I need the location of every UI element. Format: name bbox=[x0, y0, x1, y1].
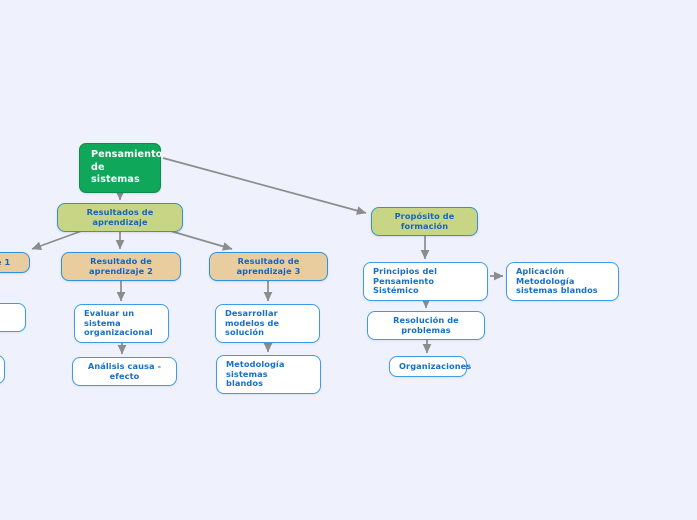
node-label-nodoizq1: ...s de bbox=[0, 313, 16, 323]
node-label-organizaciones: Organizaciones bbox=[399, 360, 472, 371]
node-label-analisis: Análisis causa - efecto bbox=[87, 361, 162, 381]
node-organizaciones[interactable]: Organizaciones bbox=[389, 356, 472, 377]
node-ra1[interactable]: ...aje 1 bbox=[0, 252, 30, 273]
node-nodoizq1[interactable]: ...s de bbox=[0, 303, 26, 332]
node-label-resolucion: Resolución de problemas bbox=[393, 315, 459, 335]
connector-root-to-proposito bbox=[162, 157, 367, 215]
node-label-ra1: ...aje 1 bbox=[0, 256, 11, 267]
node-ra3[interactable]: Resultado de aprendizaje 3 bbox=[209, 252, 328, 282]
node-nodoizq2[interactable] bbox=[0, 355, 5, 384]
node-resultados[interactable]: Resultados de aprendizaje bbox=[57, 203, 183, 233]
node-label-ra2: Resultado de aprendizaje 2 bbox=[89, 256, 153, 276]
node-resolucion[interactable]: Resolución de problemas bbox=[367, 311, 485, 341]
node-analisis[interactable]: Análisis causa - efecto bbox=[72, 357, 177, 387]
node-proposito[interactable]: Propósito de formación bbox=[371, 207, 478, 237]
node-label-proposito: Propósito de formación bbox=[394, 211, 455, 231]
node-label-resultados: Resultados de aprendizaje bbox=[86, 207, 154, 227]
node-ra2[interactable]: Resultado de aprendizaje 2 bbox=[61, 252, 181, 282]
node-label-ra3: Resultado de aprendizaje 3 bbox=[236, 256, 301, 276]
